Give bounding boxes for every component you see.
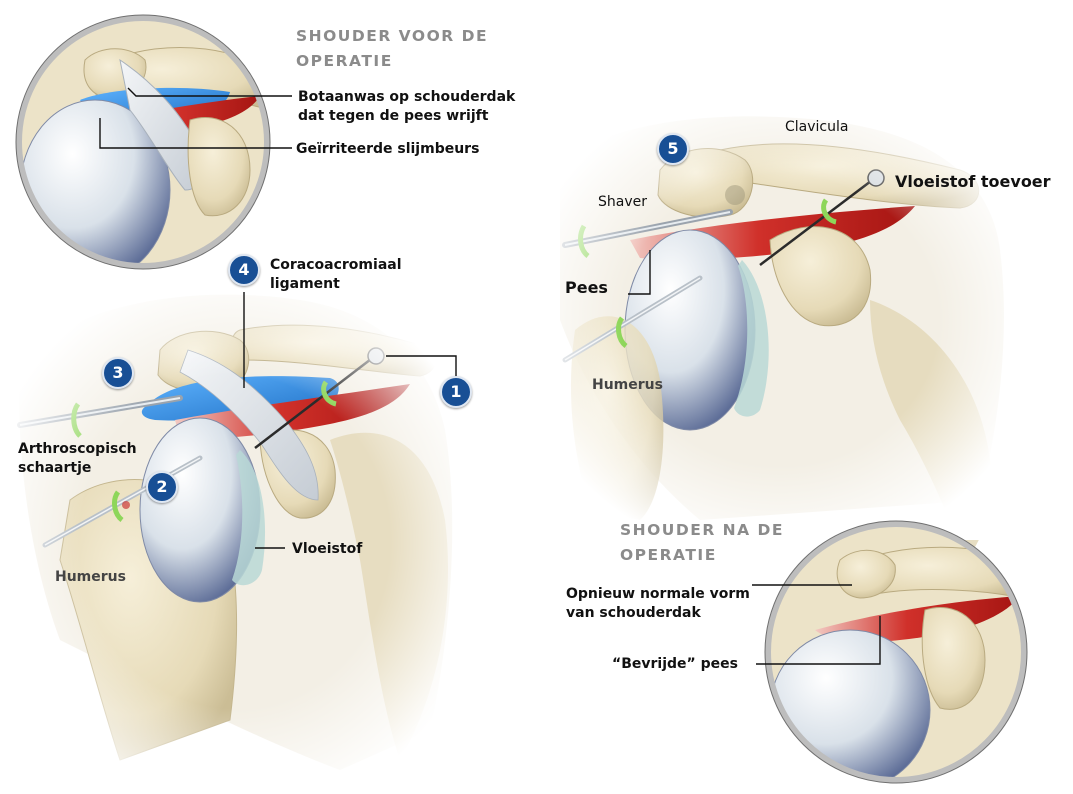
step-badge-3: 3: [102, 357, 134, 389]
step-badge-4: 4: [228, 254, 260, 286]
after-surgery-title: SHOUDER NA DE OPERATIE: [620, 518, 784, 568]
label-clavicula: Clavicula: [785, 118, 848, 137]
label-bone-spur-line1: Botaanwas op schouderdak: [298, 88, 515, 107]
after-title-line1: SHOUDER NA DE: [620, 518, 784, 543]
after-title-line2: OPERATIE: [620, 543, 784, 568]
right-shoulder-view: [540, 100, 1020, 560]
before-title-line1: SHOUDER VOOR DE: [296, 24, 488, 49]
label-humerus-left: Humerus: [55, 568, 126, 587]
label-scissors-line1: Arthroscopisch: [18, 440, 137, 459]
label-scissors: Arthroscopisch schaartje: [18, 440, 137, 478]
label-bone-spur-line2: dat tegen de pees wrijft: [298, 107, 515, 126]
before-surgery-title: SHOUDER VOOR DE OPERATIE: [296, 24, 488, 74]
left-shoulder-view: [0, 290, 470, 794]
label-ligament-line1: Coracoacromiaal: [270, 256, 402, 275]
before-title-line2: OPERATIE: [296, 49, 488, 74]
label-bursa: Geïrriteerde slijmbeurs: [296, 140, 479, 159]
label-freed-tendon: “Bevrijde” pees: [612, 655, 738, 674]
step-badge-2: 2: [146, 471, 178, 503]
label-ligament: Coracoacromiaal ligament: [270, 256, 402, 294]
label-scissors-line2: schaartje: [18, 459, 137, 478]
label-normal-shape: Opnieuw normale vorm van schouderdak: [566, 585, 750, 623]
label-normal-shape-line2: van schouderdak: [566, 604, 750, 623]
label-shaver: Shaver: [598, 193, 647, 212]
step-badge-1: 1: [440, 376, 472, 408]
step-badge-5: 5: [657, 133, 689, 165]
label-normal-shape-line1: Opnieuw normale vorm: [566, 585, 750, 604]
label-fluid: Vloeistof: [292, 540, 362, 559]
after-surgery-inset: [765, 521, 1030, 790]
label-fluid-supply: Vloeistof toevoer: [895, 172, 1051, 191]
label-bone-spur: Botaanwas op schouderdak dat tegen de pe…: [298, 88, 515, 126]
label-ligament-line2: ligament: [270, 275, 402, 294]
label-humerus-right: Humerus: [592, 376, 663, 395]
label-tendon: Pees: [565, 278, 608, 297]
